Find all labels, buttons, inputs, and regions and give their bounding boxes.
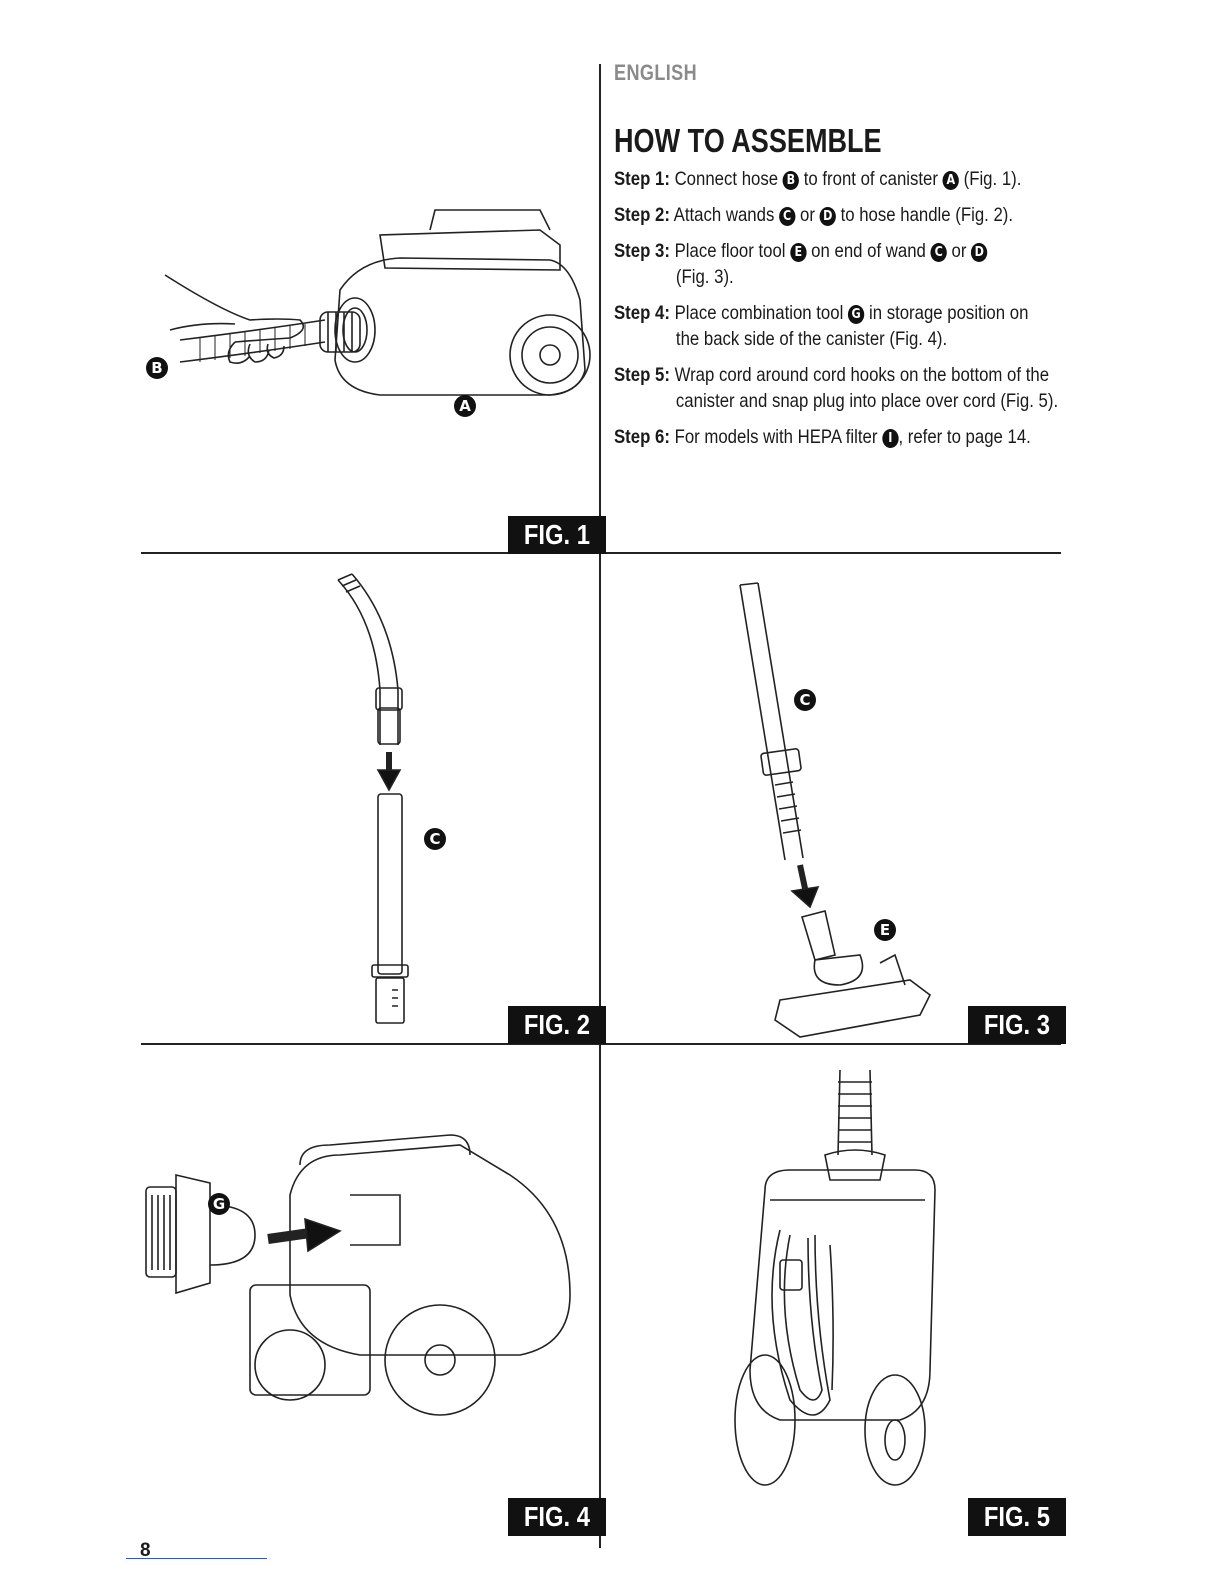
step-2: Step 2: Attach wands C or D to hose hand… [614,202,1096,228]
fig1-callout-a: A [454,395,476,417]
callout-c-badge: C [778,207,796,226]
step-continuation: canister and snap plug into place over c… [675,390,1059,412]
fig3-callout-c: C [794,689,816,711]
step-3: Step 3: Place floor tool E on end of wan… [614,238,1096,290]
step-text: on end of wand [811,240,926,262]
fig2-hose-handle-wand-illustration [330,570,430,1030]
step-label: Step 6: [614,426,670,448]
step-text: to hose handle (Fig. 2). [840,204,1014,226]
fig1-label: FIG. 1 [508,516,606,554]
fig3-callout-e: E [874,919,896,941]
step-5: Step 5: Wrap cord around cord hooks on t… [614,362,1096,414]
language-label: ENGLISH [614,60,698,85]
fig5-label: FIG. 5 [968,1498,1066,1536]
step-4: Step 4: Place combination tool G in stor… [614,300,1096,352]
callout-c-badge: C [930,243,947,262]
step-label: Step 1: [614,168,670,190]
step-text: or [951,240,967,262]
step-text: Attach wands [673,204,775,226]
fig1-callout-b: B [146,357,168,379]
callout-d-badge: D [819,207,836,226]
step-label: Step 3: [614,240,670,262]
fig4-label: FIG. 4 [508,1498,606,1536]
step-label: Step 4: [614,302,670,324]
fig3-wand-floor-tool-illustration [730,575,950,1045]
step-continuation: (Fig. 3). [675,266,734,288]
step-6: Step 6: For models with HEPA filter I, r… [614,424,1096,450]
fig4-callout-g: G [208,1193,230,1215]
fig2-label: FIG. 2 [508,1006,606,1044]
callout-e-badge: E [790,243,807,262]
step-text: in storage position on [868,302,1029,324]
fig2-callout-c: C [424,828,446,850]
step-continuation: the back side of the canister (Fig. 4). [675,328,948,350]
assembly-steps: Step 1: Connect hose B to front of canis… [614,166,1174,460]
step-label: Step 5: [614,364,670,386]
step-label: Step 2: [614,204,670,226]
fig4-combination-tool-illustration [140,1135,590,1415]
fig1-canister-illustration [140,220,600,440]
page-number: 8 [140,1540,151,1561]
column-divider [599,64,601,1548]
step-text: to front of canister [803,168,938,190]
step-text: or [800,204,815,226]
callout-a-badge: A [942,171,959,190]
step-text: Connect hose [674,168,779,190]
callout-b-badge: B [782,171,800,190]
step-text: (Fig. 1). [963,168,1022,190]
row-divider-2 [141,1043,1061,1045]
callout-g-badge: G [847,305,865,324]
fig5-cord-wrap-illustration [720,1070,940,1490]
fig3-label: FIG. 3 [968,1006,1066,1044]
footer-line [126,1558,267,1559]
step-text: For models with HEPA filter [674,426,878,448]
callout-i-badge: I [882,429,899,448]
callout-d-badge: D [971,243,988,262]
page-title: HOW TO ASSEMBLE [614,122,882,159]
step-1: Step 1: Connect hose B to front of canis… [614,166,1096,192]
step-text: Place combination tool [674,302,844,324]
step-text: , refer to page 14. [898,426,1031,448]
step-text: Place floor tool [674,240,786,262]
step-text: Wrap cord around cord hooks on the botto… [674,364,1050,386]
